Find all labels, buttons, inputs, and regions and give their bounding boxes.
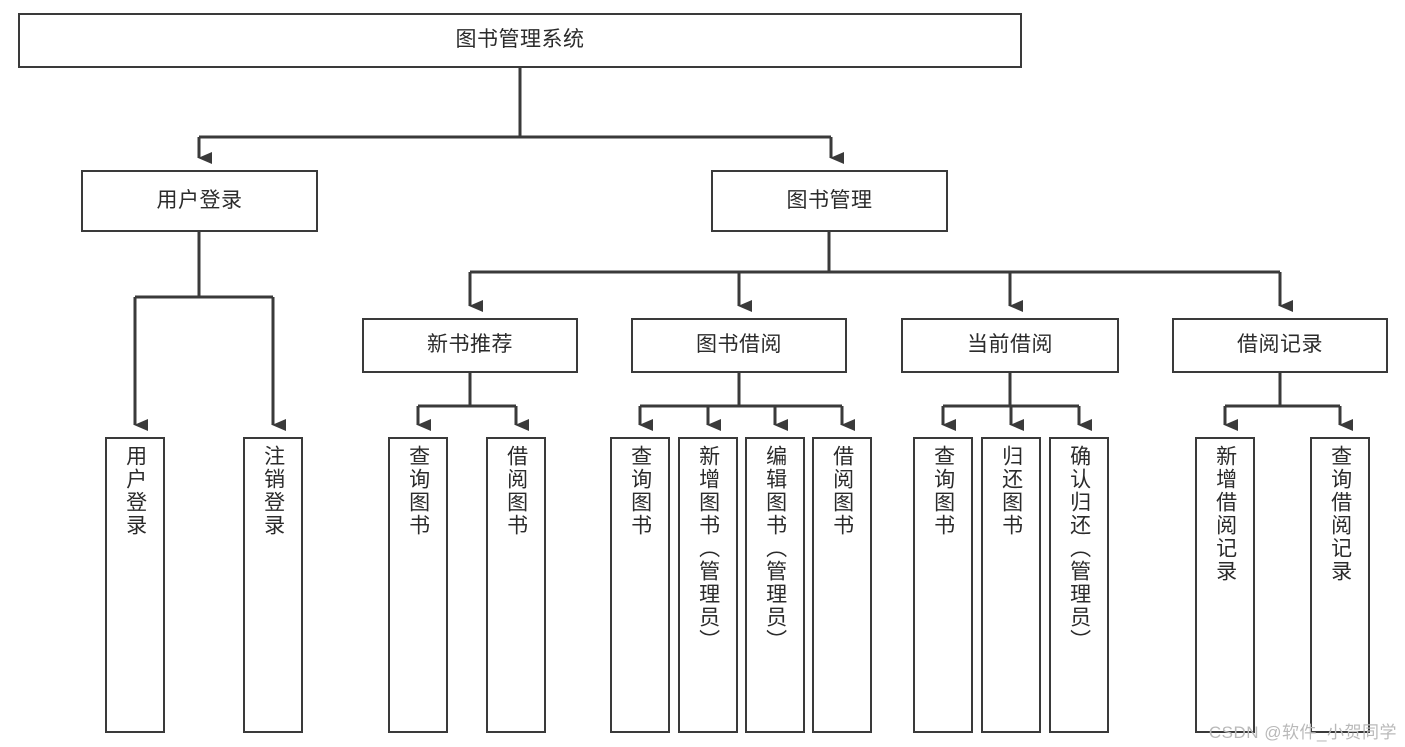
node-root[interactable]: 图书管理系统 (18, 13, 1022, 68)
node-leaf-user-login-label: 用户登录 (123, 445, 147, 537)
node-leaf-query-book-bb-label: 查询图书 (628, 445, 652, 537)
node-book-manage[interactable]: 图书管理 (711, 170, 948, 232)
node-leaf-query-borrow-record-label: 查询借阅记录 (1328, 445, 1352, 583)
node-leaf-logout-label: 注销登录 (261, 445, 285, 537)
node-leaf-borrow-book-bb-label: 借阅图书 (830, 445, 854, 537)
node-leaf-return-book[interactable]: 归还图书 (981, 437, 1041, 733)
node-book-borrow[interactable]: 图书借阅 (631, 318, 847, 373)
node-leaf-query-book-rec-label: 查询图书 (406, 445, 430, 537)
node-leaf-query-book-cb[interactable]: 查询图书 (913, 437, 973, 733)
node-leaf-query-book-bb[interactable]: 查询图书 (610, 437, 670, 733)
node-current-borrow-label: 当前借阅 (967, 333, 1053, 357)
node-borrow-record-label: 借阅记录 (1237, 333, 1323, 357)
node-leaf-edit-book-admin[interactable]: 编辑图书（管理员） (745, 437, 805, 733)
node-user-login[interactable]: 用户登录 (81, 170, 318, 232)
node-leaf-add-book-admin[interactable]: 新增图书（管理员） (678, 437, 738, 733)
node-leaf-borrow-book-rec-label: 借阅图书 (504, 445, 528, 537)
node-leaf-query-book-rec[interactable]: 查询图书 (388, 437, 448, 733)
node-leaf-query-borrow-record[interactable]: 查询借阅记录 (1310, 437, 1370, 733)
node-user-login-label: 用户登录 (156, 188, 243, 212)
node-book-manage-label: 图书管理 (786, 188, 873, 212)
node-leaf-return-book-label: 归还图书 (999, 445, 1023, 537)
node-leaf-confirm-return-admin-label: 确认归还（管理员） (1067, 445, 1091, 652)
csdn-watermark: CSDN @软件_小贺同学 (1208, 723, 1397, 742)
node-leaf-user-login[interactable]: 用户登录 (105, 437, 165, 733)
node-leaf-borrow-book-rec[interactable]: 借阅图书 (486, 437, 546, 733)
node-borrow-record[interactable]: 借阅记录 (1172, 318, 1388, 373)
node-new-book-rec-label: 新书推荐 (427, 333, 513, 357)
node-leaf-add-book-admin-label: 新增图书（管理员） (696, 445, 720, 652)
node-root-label: 图书管理系统 (455, 28, 585, 52)
node-book-borrow-label: 图书借阅 (696, 333, 782, 357)
node-leaf-query-book-cb-label: 查询图书 (931, 445, 955, 537)
node-current-borrow[interactable]: 当前借阅 (901, 318, 1119, 373)
node-leaf-borrow-book-bb[interactable]: 借阅图书 (812, 437, 872, 733)
node-leaf-edit-book-admin-label: 编辑图书（管理员） (763, 445, 787, 652)
node-leaf-add-borrow-record-label: 新增借阅记录 (1213, 445, 1237, 583)
node-new-book-rec[interactable]: 新书推荐 (362, 318, 578, 373)
node-leaf-logout[interactable]: 注销登录 (243, 437, 303, 733)
node-leaf-add-borrow-record[interactable]: 新增借阅记录 (1195, 437, 1255, 733)
node-leaf-confirm-return-admin[interactable]: 确认归还（管理员） (1049, 437, 1109, 733)
